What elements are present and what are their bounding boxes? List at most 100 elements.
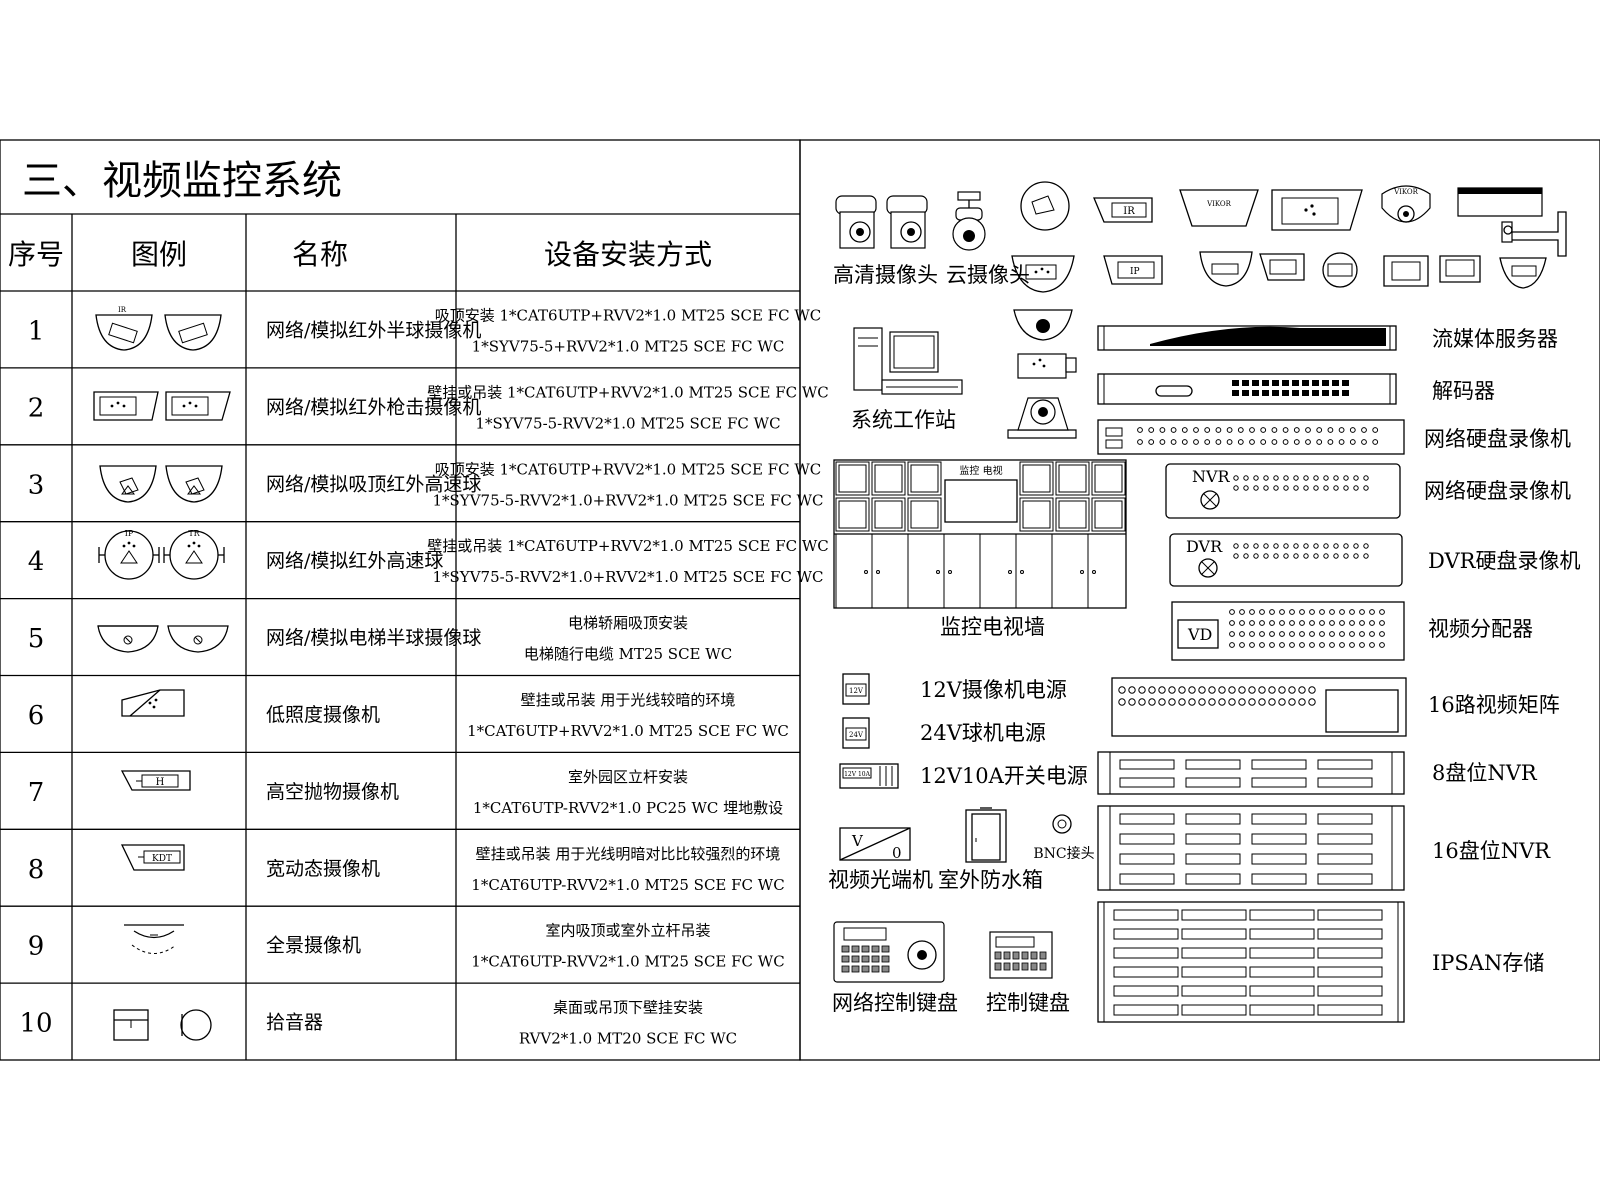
hd-camera-icon bbox=[835, 195, 928, 249]
nvr-2-icon: NVR bbox=[1165, 463, 1401, 519]
symbol-wdr-camera: KDT bbox=[120, 844, 185, 871]
ptz-camera-icon bbox=[952, 191, 986, 251]
row-install-line-2: 1*CAT6UTP-RVV2*1.0 PC25 WC 埋地敷设 bbox=[473, 799, 783, 817]
svg-text:0: 0 bbox=[892, 844, 902, 862]
vikor-dome-icon-b: VIKOR bbox=[1381, 185, 1431, 223]
video-distributor-icon: VD bbox=[1171, 601, 1405, 661]
row-device-name: 网络/模拟吸顶红外高速球 bbox=[266, 473, 481, 495]
row-install-line-1: 壁挂或吊装 1*CAT6UTP+RVV2*1.0 MT25 SCE FC WC bbox=[427, 383, 829, 401]
row-number: 2 bbox=[28, 393, 45, 423]
ip-bullet-icon: IP bbox=[1103, 255, 1163, 285]
svg-text:VD: VD bbox=[1187, 625, 1212, 644]
row-device-name: 宽动态摄像机 bbox=[266, 858, 380, 880]
optical-label: 视频光端机 bbox=[828, 868, 933, 892]
video-matrix-icon bbox=[1111, 677, 1407, 737]
row-install-line-2: 1*CAT6UTP+RVV2*1.0 MT25 SCE FC WC bbox=[467, 722, 789, 740]
svg-text:监控 电视: 监控 电视 bbox=[959, 464, 1002, 477]
symbol-bullet-ir bbox=[93, 391, 231, 421]
optical-transceiver-icon: V 0 bbox=[839, 827, 911, 862]
decoder-label: 解码器 bbox=[1432, 379, 1495, 403]
symbol-low-light-camera bbox=[121, 689, 185, 717]
row-number: 6 bbox=[28, 701, 45, 731]
header-install: 设备安装方式 bbox=[544, 238, 712, 271]
vikor-bullet-icon bbox=[1271, 189, 1363, 231]
waterproof-box-label: 室外防水箱 bbox=[938, 868, 1043, 892]
svg-text:KDT: KDT bbox=[152, 854, 172, 864]
psu-24v-icon: 24V bbox=[842, 717, 870, 749]
symbol-elevator-dome bbox=[97, 625, 229, 653]
row-install-line-2: RVV2*1.0 MT20 SCE FC WC bbox=[519, 1030, 737, 1048]
workstation-peripherals bbox=[1007, 309, 1077, 439]
dome-camera-icon-a bbox=[1020, 181, 1070, 231]
row-install-line-1: 壁挂或吊装 1*CAT6UTP+RVV2*1.0 MT25 SCE FC WC bbox=[427, 537, 829, 555]
svg-text:V: V bbox=[851, 832, 864, 850]
row-device-name: 全景摄像机 bbox=[266, 935, 361, 957]
bnc-label: BNC接头 bbox=[1033, 845, 1094, 862]
row-install-line-2: 1*SYV75-5-RVV2*1.0+RVV2*1.0 MT25 SCE FC … bbox=[432, 491, 823, 509]
nvr-8-label: 8盘位NVR bbox=[1432, 761, 1538, 785]
tv-wall-icon: 监控 电视 bbox=[833, 459, 1127, 609]
row-install-line-1: 吸顶安装 1*CAT6UTP+RVV2*1.0 MT25 SCE FC WC bbox=[435, 306, 822, 324]
svg-text:12V 10A: 12V 10A bbox=[844, 771, 871, 778]
video-matrix-label: 16路视频矩阵 bbox=[1428, 693, 1560, 717]
row-install-line-2: 1*SYV75-5-RVV2*1.0 MT25 SCE FC WC bbox=[475, 414, 780, 432]
network-keyboard-icon bbox=[833, 921, 945, 983]
row-device-name: 高空抛物摄像机 bbox=[266, 781, 399, 803]
row-install-line-1: 吸顶安装 1*CAT6UTP+RVV2*1.0 MT25 SCE FC WC bbox=[435, 460, 822, 478]
svg-text:24V: 24V bbox=[849, 731, 864, 739]
row-number: 9 bbox=[28, 932, 45, 962]
row-device-name: 网络/模拟红外高速球 bbox=[266, 550, 443, 572]
row-install-line-2: 电梯随行电缆 MT25 SCE WC bbox=[524, 645, 732, 663]
control-keyboard-label: 控制键盘 bbox=[986, 991, 1070, 1015]
row-number: 4 bbox=[28, 547, 45, 577]
symbol-ir-speed-dome: IP TR bbox=[98, 529, 225, 580]
row-install-line-1: 壁挂或吊装 用于光线较暗的环境 bbox=[521, 691, 736, 709]
psu-12v-icon: 12V bbox=[842, 673, 870, 705]
svg-text:VIKOR: VIKOR bbox=[1393, 188, 1419, 196]
nvr-1-label: 网络硬盘录像机 bbox=[1424, 427, 1571, 451]
device-panel: 高清摄像头 云摄像头 IR IP bbox=[799, 139, 1600, 1061]
vikor-dome-icon-a: VIKOR bbox=[1179, 189, 1259, 227]
ipsan-icon bbox=[1097, 901, 1405, 1023]
network-keyboard-label: 网络控制键盘 bbox=[832, 991, 958, 1015]
video-distributor-label: 视频分配器 bbox=[1428, 617, 1533, 641]
table-row: 9 全景摄像机 室内吸顶或室外立杆吊装 1*CAT6UTP-RVV2*1.0 MT25… bbox=[28, 922, 785, 971]
bnc-icon bbox=[1052, 814, 1072, 834]
row-install-line-2: 1*CAT6UTP-RVV2*1.0 MT25 SCE FC WC bbox=[471, 953, 784, 971]
header-name: 名称 bbox=[292, 238, 348, 271]
row-number: 7 bbox=[28, 778, 45, 808]
small-camera-icons bbox=[1199, 251, 1547, 289]
nvr-16-icon bbox=[1097, 805, 1405, 891]
row-install-line-1: 桌面或吊顶下壁挂安装 bbox=[553, 999, 703, 1017]
streaming-server-icon bbox=[1097, 325, 1397, 351]
vikor-box-camera-icon bbox=[1457, 187, 1567, 257]
row-install-line-2: 1*CAT6UTP-RVV2*1.0 MT25 SCE FC WC bbox=[471, 876, 784, 894]
row-device-name: 网络/模拟电梯半球摄像球 bbox=[266, 627, 481, 649]
dvr-icon: DVR bbox=[1169, 533, 1403, 587]
row-device-name: 网络/模拟红外枪击摄像机 bbox=[266, 396, 481, 418]
dvr-label: DVR硬盘录像机 bbox=[1428, 549, 1580, 573]
nvr-8-icon bbox=[1097, 751, 1405, 795]
svg-text:IR: IR bbox=[1123, 206, 1135, 217]
row-install-line-1: 壁挂或吊装 用于光线明暗对比比较强烈的环境 bbox=[476, 845, 781, 863]
hd-camera-label: 高清摄像头 bbox=[833, 263, 938, 287]
waterproof-box-icon bbox=[965, 807, 1007, 863]
row-install-line-2: 1*SYV75-5-RVV2*1.0+RVV2*1.0 MT25 SCE FC … bbox=[432, 568, 823, 586]
row-install-line-1: 室内吸顶或室外立杆吊装 bbox=[545, 922, 710, 940]
workstation-icon bbox=[853, 327, 963, 395]
row-number: 5 bbox=[28, 624, 45, 654]
header-legend: 图例 bbox=[131, 238, 187, 271]
dome-camera-icon-b bbox=[1011, 255, 1075, 293]
psu-24v-label: 24V球机电源 bbox=[920, 721, 1046, 745]
svg-text:VIKOR: VIKOR bbox=[1206, 200, 1232, 208]
streaming-server-label: 流媒体服务器 bbox=[1432, 327, 1558, 351]
row-device-name: 网络/模拟红外半球摄像机 bbox=[266, 319, 481, 341]
